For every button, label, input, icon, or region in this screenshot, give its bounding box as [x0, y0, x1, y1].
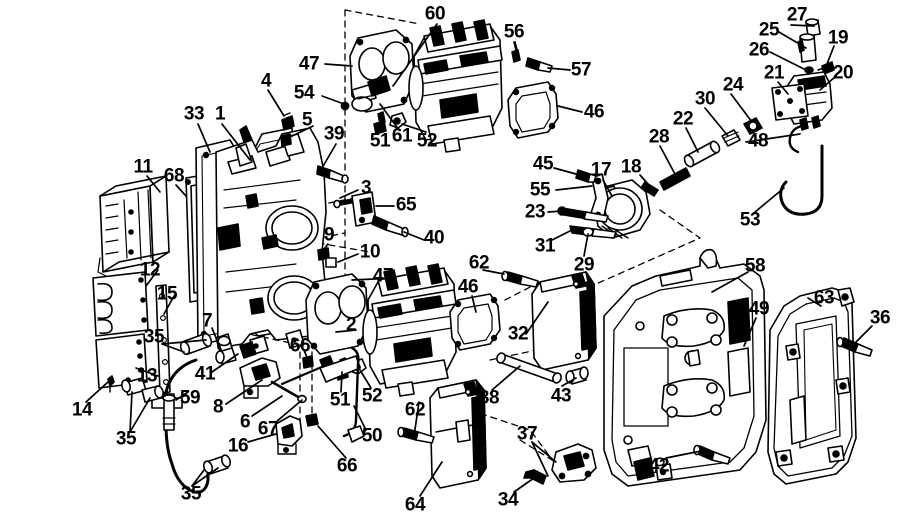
callout-number-35c: 35	[180, 483, 202, 505]
callout-number-58: 58	[744, 255, 766, 277]
callout-number-14: 14	[71, 399, 93, 421]
callout-number-46a: 46	[583, 101, 605, 123]
callout-number-13: 13	[136, 365, 158, 387]
carburetor-lower	[305, 263, 501, 397]
callout-number-68: 68	[163, 165, 185, 187]
callout-number-59: 59	[179, 387, 201, 409]
callout-number-20: 20	[832, 62, 854, 84]
callout-number-49: 49	[748, 298, 770, 320]
callout-number-37: 37	[516, 423, 538, 445]
callout-number-66a: 66	[289, 335, 311, 357]
callout-number-1: 1	[214, 103, 226, 125]
callout-number-63: 63	[813, 287, 835, 309]
callout-number-51a: 51	[369, 130, 391, 152]
callout-number-12: 12	[139, 259, 161, 281]
callout-number-43: 43	[550, 385, 572, 407]
callout-number-53: 53	[739, 209, 761, 231]
callout-number-30: 30	[694, 88, 716, 110]
callout-number-54: 54	[293, 82, 315, 104]
callout-number-67: 67	[257, 418, 279, 440]
air-silencer-cover	[767, 287, 873, 485]
callout-number-64: 64	[404, 494, 426, 516]
carburetor-upper	[340, 19, 559, 153]
callout-number-32: 32	[507, 323, 529, 345]
leader-lines	[85, 23, 873, 497]
callout-number-8: 8	[212, 396, 224, 418]
callout-number-26: 26	[748, 39, 770, 61]
callout-number-61: 61	[391, 125, 413, 147]
callout-number-48: 48	[747, 130, 769, 152]
callout-number-62a: 62	[468, 252, 490, 274]
callout-number-5: 5	[301, 109, 313, 131]
callout-number-2: 2	[345, 314, 357, 336]
engine-block-frame	[523, 248, 767, 487]
callout-number-57: 57	[570, 59, 592, 81]
ignition-coil-assembly	[557, 117, 824, 239]
callout-number-41: 41	[194, 363, 216, 385]
callout-number-46b: 46	[457, 276, 479, 298]
callout-number-18: 18	[620, 156, 642, 178]
callout-number-24: 24	[722, 74, 744, 96]
callout-number-11: 11	[133, 156, 153, 178]
callout-number-7: 7	[201, 310, 213, 332]
callout-number-10: 10	[359, 241, 381, 263]
callout-number-3: 3	[360, 177, 372, 199]
callout-number-51b: 51	[329, 389, 351, 411]
callout-number-21: 21	[763, 62, 785, 84]
callout-number-45: 45	[532, 153, 554, 175]
callout-number-60: 60	[424, 3, 446, 25]
throttle-linkage	[239, 346, 365, 455]
callout-number-28: 28	[648, 126, 670, 148]
fuel-pump-assembly	[771, 18, 835, 131]
callout-number-38: 38	[478, 387, 500, 409]
manifold-hardware	[280, 112, 409, 369]
callout-number-35b: 35	[115, 428, 137, 450]
callout-number-65: 65	[395, 194, 417, 216]
electrical-modules	[397, 270, 597, 489]
callout-number-66b: 66	[336, 455, 358, 477]
callout-number-25: 25	[758, 19, 780, 41]
callout-number-31: 31	[534, 235, 556, 257]
callout-number-34: 34	[497, 489, 519, 511]
callout-number-4: 4	[260, 70, 272, 92]
callout-number-19: 19	[827, 27, 849, 49]
callout-number-47a: 47	[298, 53, 320, 75]
callout-number-52b: 52	[361, 385, 383, 407]
callout-number-33: 33	[183, 103, 205, 125]
callout-number-62b: 62	[404, 399, 426, 421]
callout-number-16: 16	[227, 435, 249, 457]
callout-number-27: 27	[786, 4, 808, 26]
callout-number-22: 22	[672, 108, 694, 130]
callout-number-39: 39	[323, 123, 345, 145]
callout-number-23: 23	[524, 201, 546, 223]
callout-number-29: 29	[573, 254, 595, 276]
callout-number-40: 40	[423, 227, 445, 249]
callout-number-15: 15	[156, 283, 178, 305]
callout-number-56: 56	[503, 21, 525, 43]
callout-number-42: 42	[648, 455, 670, 477]
fuel-hose-assembly	[121, 332, 257, 494]
callout-number-35a: 35	[143, 326, 165, 348]
callout-number-47b: 47	[372, 265, 394, 287]
callout-number-50: 50	[361, 425, 383, 447]
callout-number-52a: 52	[416, 130, 438, 152]
callout-number-6: 6	[239, 411, 251, 433]
callout-number-9: 9	[323, 224, 335, 246]
callout-number-55: 55	[529, 179, 551, 201]
callout-number-17: 17	[590, 159, 612, 181]
callout-number-36: 36	[869, 307, 891, 329]
